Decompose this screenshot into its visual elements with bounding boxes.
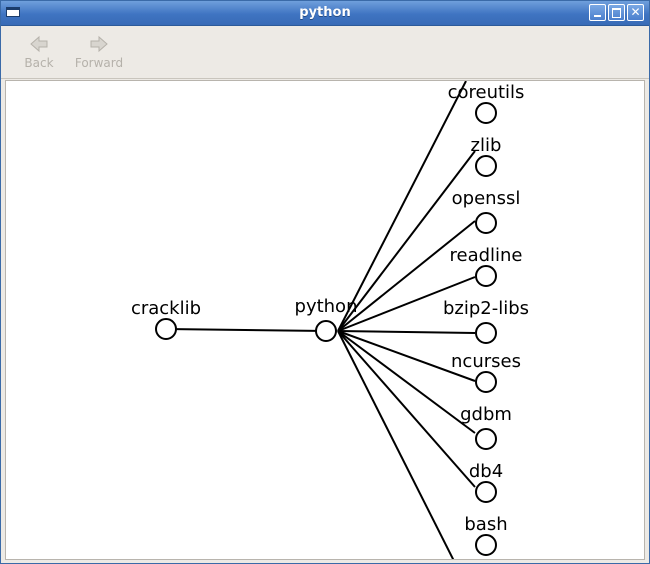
node-python[interactable] (315, 320, 337, 342)
label-bzip2-libs: bzip2-libs (443, 298, 529, 319)
node-readline[interactable] (475, 265, 497, 287)
maximize-button[interactable] (608, 4, 625, 21)
node-gdbm[interactable] (475, 428, 497, 450)
dependency-graph: cracklib python coreutils zlib openssl r… (131, 81, 529, 559)
edge-cracklib-python (165, 328, 327, 332)
node-cracklib[interactable] (155, 318, 177, 340)
label-readline: readline (449, 245, 522, 266)
edge-db4 (337, 330, 476, 488)
node-bzip2-libs[interactable] (475, 322, 497, 344)
edge-zlib (337, 150, 476, 332)
forward-button[interactable]: Forward (69, 30, 129, 74)
label-python: python (295, 296, 358, 317)
label-db4: db4 (469, 461, 503, 482)
edge-ncurses (337, 330, 476, 382)
node-coreutils[interactable] (475, 102, 497, 124)
forward-label: Forward (74, 56, 124, 70)
window-menu-icon[interactable] (6, 7, 20, 17)
label-cracklib: cracklib (131, 298, 201, 319)
edge-gdbm (337, 330, 476, 434)
label-ncurses: ncurses (451, 351, 521, 372)
back-label: Back (24, 56, 54, 70)
node-db4[interactable] (475, 481, 497, 503)
label-coreutils: coreutils (448, 82, 525, 103)
arrow-right-icon (90, 35, 108, 53)
window-title: python (299, 5, 351, 20)
edge-openssl (337, 220, 476, 332)
node-openssl[interactable] (475, 212, 497, 234)
edge-readline (337, 276, 476, 332)
label-zlib: zlib (471, 135, 502, 156)
close-button[interactable]: ✕ (627, 4, 644, 21)
toolbar: Back Forward (1, 26, 649, 79)
node-bash[interactable] (475, 534, 497, 556)
minimize-button[interactable] (589, 4, 606, 21)
arrow-left-icon (30, 35, 48, 53)
graph-canvas[interactable]: cracklib python coreutils zlib openssl r… (5, 80, 645, 560)
node-ncurses[interactable] (475, 371, 497, 393)
edge-bzip2-libs (337, 330, 476, 334)
label-gdbm: gdbm (460, 404, 512, 425)
label-openssl: openssl (452, 188, 521, 209)
label-bash: bash (464, 514, 507, 535)
edge-coreutils (337, 81, 467, 332)
title-bar[interactable]: python ✕ (1, 1, 649, 26)
node-zlib[interactable] (475, 155, 497, 177)
edge-bash (337, 330, 455, 559)
back-button[interactable]: Back (9, 30, 69, 74)
